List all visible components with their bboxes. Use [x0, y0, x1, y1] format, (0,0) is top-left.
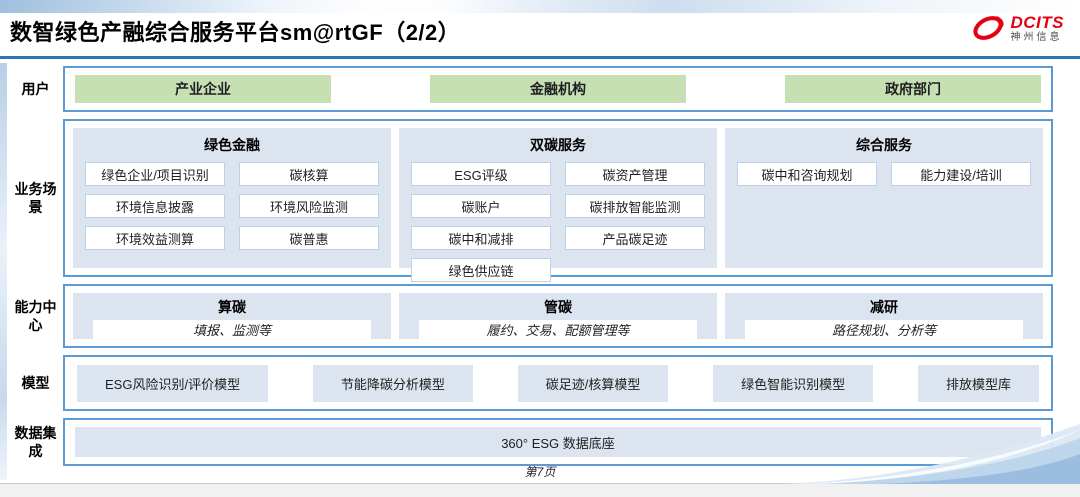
column-title: 综合服务 [856, 137, 912, 153]
scenario-item: 环境信息披露 [85, 194, 225, 218]
row-label-data-integration: 数据集成 [14, 424, 57, 459]
title-underline [0, 56, 1080, 59]
row-label-models: 模型 [21, 374, 50, 391]
scenario-item: 能力建设/培训 [891, 162, 1031, 186]
dcits-subbrand: 神州信息 [1010, 31, 1063, 43]
capability-box-manage-carbon: 管碳 履约、交易、配额管理等 [399, 293, 717, 339]
page-title: 数智绿色产融综合服务平台sm@rtGF（2/2） [10, 20, 461, 45]
user-box-government: 政府部门 [785, 75, 1041, 103]
capability-box-reduce-research: 减研 路径规划、分析等 [725, 293, 1043, 339]
row-users: 用户 产业企业 金融机构 政府部门 [8, 66, 1053, 112]
column-title: 绿色金融 [204, 137, 260, 153]
models-container: ESG风险识别/评价模型 节能降碳分析模型 碳足迹/核算模型 绿色智能识别模型 … [63, 355, 1053, 411]
scenario-item: ESG评级 [411, 162, 551, 186]
architecture-diagram: 用户 产业企业 金融机构 政府部门 业务场景 绿色金融 绿色企业/项目识别 碳核… [8, 66, 1053, 466]
scenario-item: 绿色供应链 [411, 258, 551, 282]
row-label-scenarios: 业务场景 [14, 180, 57, 215]
scenario-item: 碳资产管理 [565, 162, 705, 186]
scenario-column-green-finance: 绿色金融 绿色企业/项目识别 碳核算 环境信息披露 环境风险监测 环境效益测算 … [73, 128, 391, 268]
model-box: 节能降碳分析模型 [312, 364, 473, 402]
scenario-item: 碳排放智能监测 [565, 194, 705, 218]
page-number: 第7页 [524, 465, 556, 479]
scenario-item: 产品碳足迹 [565, 226, 705, 250]
row-capability: 能力中心 算碳 填报、监测等 管碳 履约、交易、配额管理等 减研 路径规划、分析… [8, 284, 1053, 348]
user-box-industry: 产业企业 [75, 75, 331, 103]
row-data-integration: 数据集成 360° ESG 数据底座 [8, 418, 1053, 466]
row-models: 模型 ESG风险识别/评价模型 节能降碳分析模型 碳足迹/核算模型 绿色智能识别… [8, 355, 1053, 411]
user-box-finance: 金融机构 [430, 75, 686, 103]
model-box: ESG风险识别/评价模型 [77, 364, 269, 402]
scenario-item: 碳账户 [411, 194, 551, 218]
column-title: 双碳服务 [530, 137, 586, 153]
scenario-item: 环境风险监测 [239, 194, 379, 218]
capability-box-calc-carbon: 算碳 填报、监测等 [73, 293, 391, 339]
capability-desc: 填报、监测等 [93, 320, 371, 339]
capability-title: 减研 [870, 299, 898, 315]
dcits-swirl-icon [972, 16, 1004, 40]
top-decoration-band [0, 0, 1080, 13]
column-grid: 绿色企业/项目识别 碳核算 环境信息披露 环境风险监测 环境效益测算 碳普惠 [73, 157, 391, 260]
capability-title: 管碳 [544, 299, 572, 315]
scenario-column-comprehensive: 综合服务 碳中和咨询规划 能力建设/培训 [725, 128, 1043, 268]
scenarios-container: 绿色金融 绿色企业/项目识别 碳核算 环境信息披露 环境风险监测 环境效益测算 … [63, 119, 1053, 282]
footer-divider [0, 483, 1080, 484]
dcits-brand: DCITS [1010, 12, 1064, 32]
left-decoration-strip [0, 63, 7, 480]
column-grid: ESG评级 碳资产管理 碳账户 碳排放智能监测 碳中和减排 产品碳足迹 绿色供应… [399, 157, 717, 292]
scenario-item: 碳普惠 [239, 226, 379, 250]
model-box: 绿色智能识别模型 [713, 364, 874, 402]
scenario-column-dual-carbon: 双碳服务 ESG评级 碳资产管理 碳账户 碳排放智能监测 碳中和减排 产品碳足迹… [399, 128, 717, 282]
capability-title: 算碳 [218, 299, 246, 315]
scenario-item: 碳中和减排 [411, 226, 551, 250]
row-label-users: 用户 [21, 80, 50, 97]
scenario-item: 绿色企业/项目识别 [85, 162, 225, 186]
capability-desc: 履约、交易、配额管理等 [419, 320, 697, 339]
capability-desc: 路径规划、分析等 [745, 320, 1023, 339]
model-box: 排放模型库 [917, 364, 1039, 402]
row-label-capability: 能力中心 [14, 298, 57, 333]
esg-data-base-box: 360° ESG 数据底座 [75, 427, 1041, 457]
footer-strip [0, 484, 1080, 497]
data-integration-container: 360° ESG 数据底座 [63, 418, 1053, 466]
capability-container: 算碳 填报、监测等 管碳 履约、交易、配额管理等 减研 路径规划、分析等 [63, 284, 1053, 348]
row-scenarios: 业务场景 绿色金融 绿色企业/项目识别 碳核算 环境信息披露 环境风险监测 环境… [8, 119, 1053, 282]
model-box: 碳足迹/核算模型 [517, 364, 669, 402]
column-grid: 碳中和咨询规划 能力建设/培训 [725, 157, 1043, 196]
dcits-logo: DCITS 神州信息 [970, 12, 1065, 44]
dcits-logo-text: DCITS 神州信息 [1011, 14, 1065, 43]
users-container: 产业企业 金融机构 政府部门 [63, 66, 1053, 112]
scenario-item: 碳中和咨询规划 [737, 162, 877, 186]
scenario-item: 碳核算 [239, 162, 379, 186]
scenario-item: 环境效益测算 [85, 226, 225, 250]
